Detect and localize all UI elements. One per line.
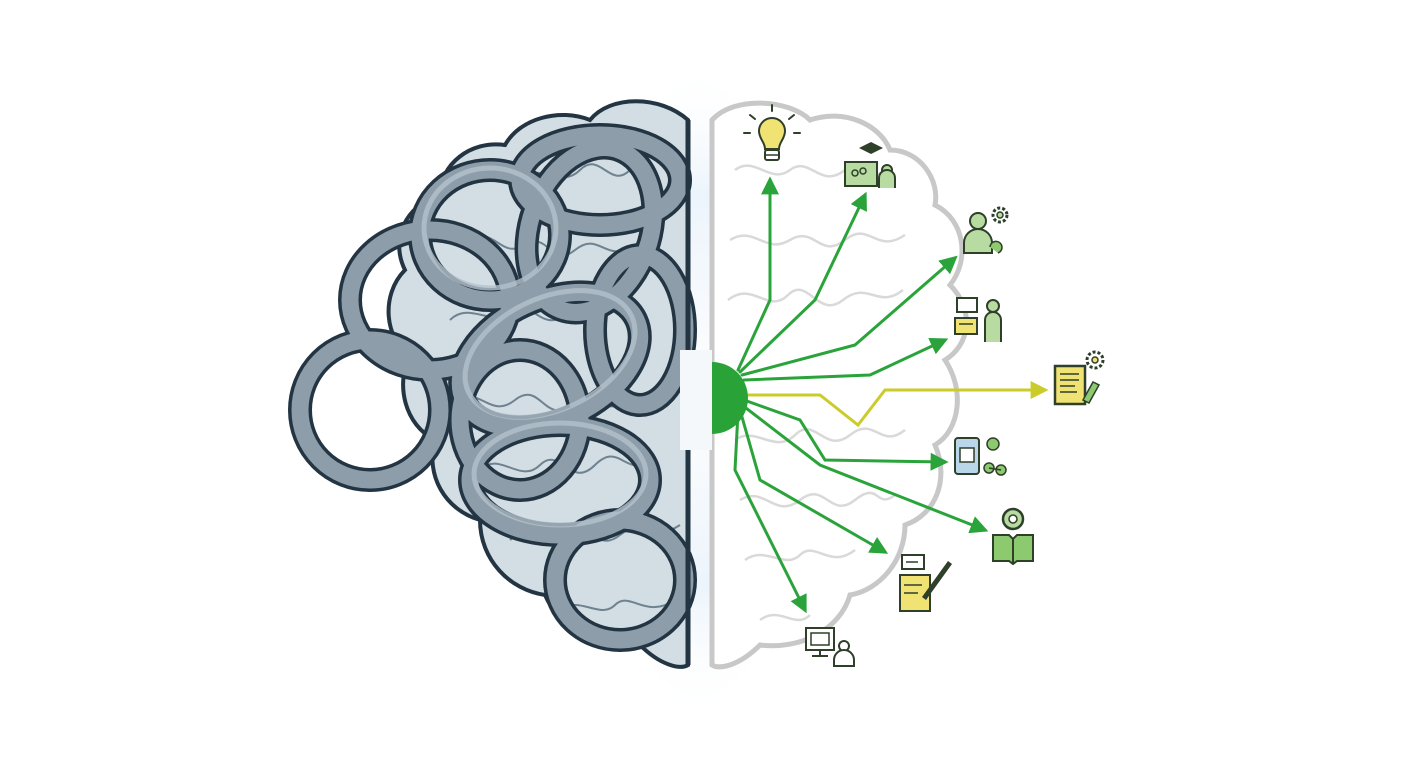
arrow-to-teacher	[738, 191, 867, 374]
document-gear-icon	[1053, 350, 1105, 406]
arrow-to-discussion	[742, 337, 949, 382]
arrow-to-person-gear	[740, 255, 958, 377]
lightbulb-icon	[743, 104, 801, 161]
teacher-presentation-icon	[844, 142, 896, 188]
right-hemisphere	[709, 100, 969, 670]
phone-network-icon	[954, 437, 1007, 476]
arrow-to-computer	[733, 410, 807, 614]
hub-divider-mask	[680, 350, 712, 450]
tangled-loops	[288, 123, 697, 652]
arrow-to-writing	[738, 408, 889, 554]
right-brain-folds	[727, 162, 906, 622]
person-reading-book-icon	[992, 507, 1034, 566]
connection-arrows	[733, 176, 1049, 614]
discussion-person-icon	[954, 297, 1002, 342]
arrow-to-reader	[740, 403, 989, 534]
arrow-to-document	[744, 381, 1049, 428]
arrow-to-lightbulb	[736, 176, 779, 372]
left-hemisphere	[288, 99, 697, 669]
person-gear-icon	[963, 206, 1009, 254]
computer-user-icon	[805, 627, 855, 667]
writing-notes-icon	[899, 554, 952, 612]
arrow-to-phone	[742, 398, 949, 471]
